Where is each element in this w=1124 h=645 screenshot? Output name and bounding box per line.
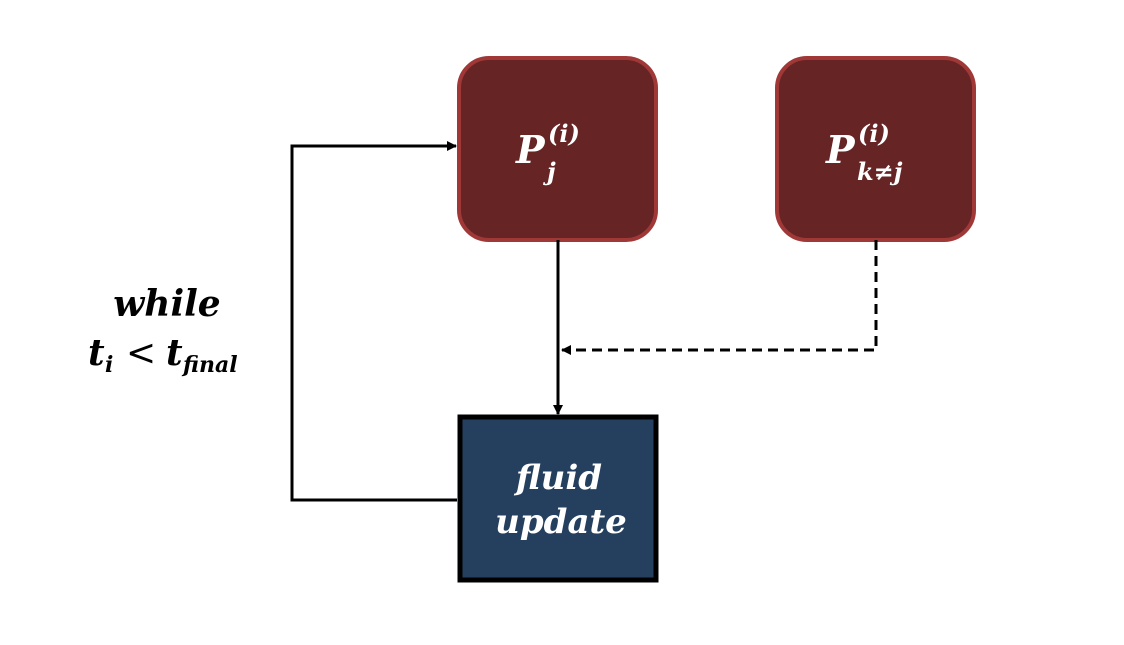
loop-condition-t-sub: i [105,352,113,378]
fluid-update-box [457,414,659,583]
particle-node-j-label: P [515,127,546,172]
particle-node-j: P (i) j [457,56,658,242]
particle-node-k-sup: (i) [858,119,890,148]
loop-condition-tfinal: t [166,332,183,374]
fluid-update-node: fluid update [457,414,659,583]
particle-node-k-label: P [825,127,856,172]
arrow-pk-to-fluid-dashed [561,240,878,355]
loop-condition-tfinal-sub: final [181,352,238,378]
particle-node-k-box [775,56,976,242]
particle-node-k: P (i) k≠j [775,56,976,242]
particle-node-j-sup: (i) [548,119,580,148]
particle-node-k-main: P [825,127,856,172]
particle-node-j-box [457,56,658,242]
fluid-update-line1: fluid [513,458,602,498]
loop-condition-t: t [88,332,105,374]
particle-node-j-main: P [515,127,546,172]
loop-condition-op: < [126,333,156,374]
loop-condition-while: while [113,283,220,325]
particle-node-k-sub: k≠j [857,157,903,186]
loop-condition: while t i < t final [88,283,238,378]
particle-node-j-sub: j [543,157,556,186]
arrow-loop-back [290,141,457,502]
fluid-update-line2: update [495,502,627,542]
